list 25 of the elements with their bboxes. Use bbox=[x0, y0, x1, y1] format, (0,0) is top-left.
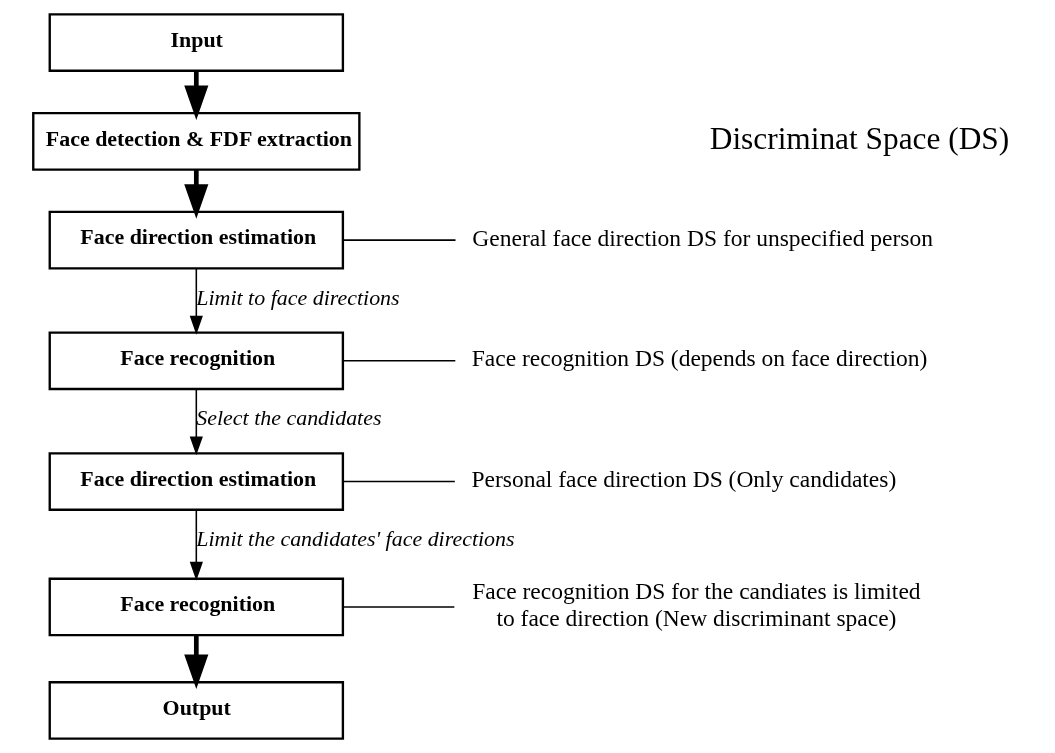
arrow bbox=[189, 388, 203, 456]
label: Discriminat Space (DS) bbox=[709, 121, 1010, 157]
connector bbox=[342, 239, 457, 241]
edge-label: Limit the candidates' face directions bbox=[196, 526, 515, 552]
node-box: Face direction estimation bbox=[48, 452, 345, 511]
node-box: Face detection & FDF extraction bbox=[32, 111, 361, 171]
arrow bbox=[184, 71, 209, 120]
node-text: Face recognition DS (depends on face direction) bbox=[471, 345, 928, 372]
arrow bbox=[189, 509, 203, 581]
node-box: Face recognition bbox=[48, 577, 345, 637]
edge-label: Limit to face directions bbox=[196, 284, 400, 310]
node-box: Input bbox=[48, 13, 345, 72]
edge-label: Select the candidates bbox=[196, 405, 382, 431]
node-text: Personal face direction DS (Only candidates) bbox=[471, 466, 897, 493]
connector bbox=[342, 360, 457, 362]
node-box: Output bbox=[48, 681, 345, 740]
node-text: Face recognition DS for the candiates is limited to face direction (New discriminant space) bbox=[472, 578, 921, 631]
arrow bbox=[189, 267, 203, 335]
connector bbox=[342, 606, 456, 608]
node-text: General face direction DS for unspecified person bbox=[472, 224, 934, 251]
connector bbox=[342, 480, 456, 483]
arrow bbox=[184, 170, 209, 219]
node-box: Face recognition bbox=[48, 331, 345, 391]
arrow bbox=[184, 635, 209, 689]
node-box: Face direction estimation bbox=[48, 210, 345, 270]
